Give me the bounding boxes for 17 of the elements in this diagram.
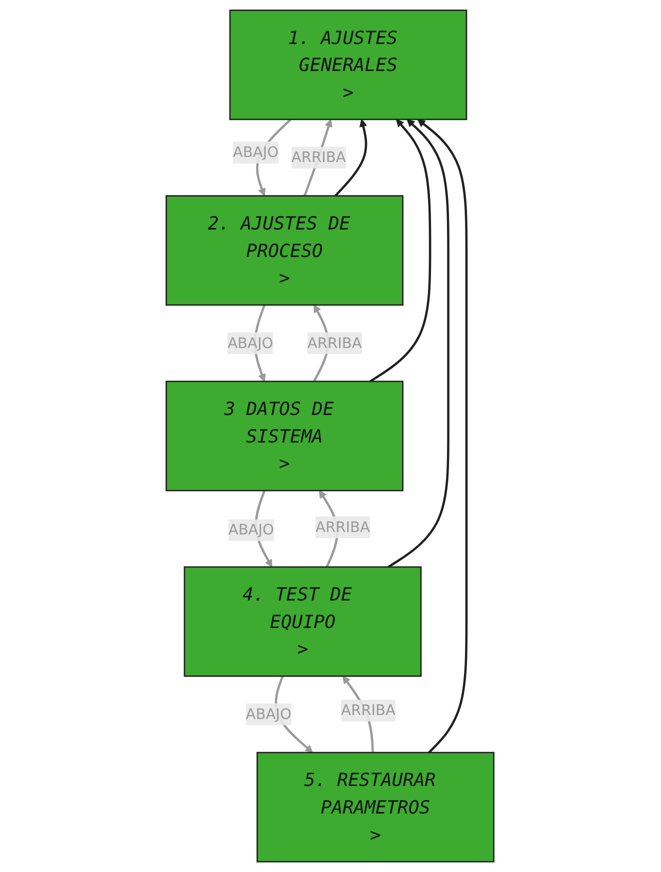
node-box: 2. AJUSTES DE PROCESO > [166,195,404,306]
arrow [388,119,450,568]
edge-label: ARRIBA [342,702,396,719]
node-box: 3 DATOS DE SISTEMA > [166,380,404,492]
edge-label: ABAJO [246,705,292,723]
node-box: 4. TEST DE EQUIPO > [184,566,422,677]
arrow [370,119,432,382]
edge-label: ARRIBA [316,518,370,536]
arrow [418,119,468,754]
edge-label: ARRIBA [308,334,362,352]
node-box: 5. RESTAURAR PARAMETROS > [257,752,495,862]
arrow [335,119,368,197]
node-box: 1. AJUSTES GENERALES > [230,10,468,120]
edge-label: ABAJO [228,334,274,352]
edge-label: ABAJO [228,521,275,538]
edge-label: ABAJO [233,143,280,161]
edge-label: ARRIBA [292,148,346,166]
